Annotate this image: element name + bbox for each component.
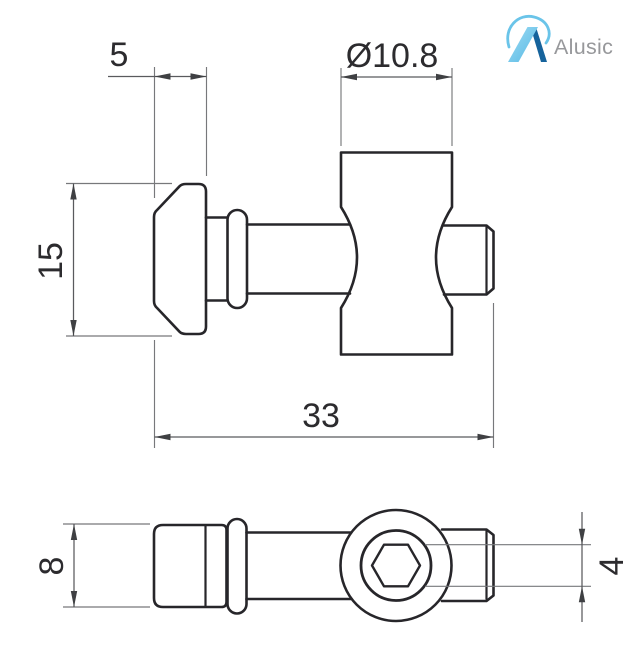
logo-a-right-stroke-icon [530,27,547,62]
shaft-lines [245,223,352,295]
hex-socket [370,543,422,588]
plan-stub-outline [440,528,495,603]
arrowhead [154,433,171,441]
arrowhead [154,73,171,80]
plan-shaft-lines [245,531,362,601]
arrowhead [70,320,77,336]
logo-a-left-stroke-icon [508,27,538,62]
dimension-hex-socket: 4 [425,512,629,622]
dimension-text: Ø10.8 [346,37,439,75]
dimension-barrel-diameter: Ø10.8 [340,37,453,146]
dimension-overall-length: 33 [153,303,495,448]
alusic-logo: Alusic [506,14,613,62]
neck-lines [204,216,229,302]
dimension-head-width: 8 [33,523,150,608]
dimension-text: 8 [33,557,71,576]
logo-wordmark: Alusic [554,35,613,59]
side-view: 5 Ø10.8 15 33 [32,36,495,448]
barrel-outline [339,151,454,356]
hammer-head-outline [152,182,208,336]
dimension-text: 5 [110,36,129,74]
dimension-text: 15 [32,242,70,280]
arrowhead [578,528,586,545]
plan-view: 8 4 [33,508,629,623]
collar-outline [226,208,249,310]
dimension-head-height: 15 [32,182,172,337]
plan-collar-outline [226,517,248,615]
logo-swoosh-icon [506,14,551,49]
arrowhead [341,73,357,81]
stub-outline [442,224,495,296]
dimension-text: 4 [593,557,629,576]
arrowhead [578,586,586,603]
dimension-text: 33 [302,397,340,435]
arrowhead [436,73,452,81]
arrowhead [477,433,494,441]
dimension-head-thickness: 5 [108,36,208,198]
plan-head-outline [152,523,228,609]
arrowhead [70,591,78,607]
counterbore-circle [359,529,433,602]
arrowhead [70,524,78,540]
arrowhead [70,183,77,200]
arrowhead [190,73,207,80]
